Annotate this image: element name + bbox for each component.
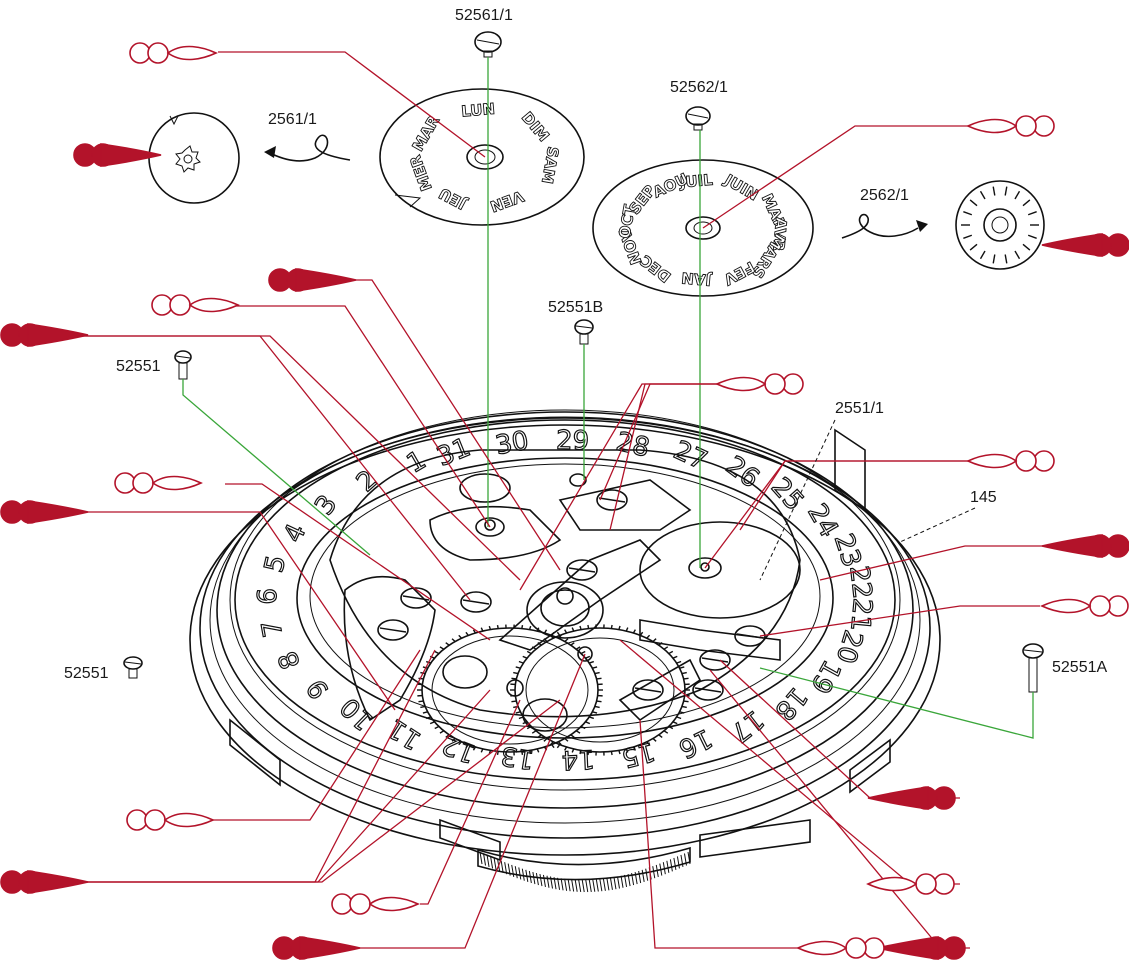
callout-marker-filled xyxy=(867,786,956,810)
callout-marker-outline xyxy=(797,937,885,959)
rotation-arrow-right xyxy=(841,213,928,239)
callout-marker-outline xyxy=(331,893,419,915)
month-label: FEV xyxy=(720,258,757,289)
date-number: 16 xyxy=(674,722,717,763)
screw-left-top xyxy=(174,350,192,380)
date-number: 1 xyxy=(402,445,431,479)
date-number: 22 xyxy=(843,564,877,600)
day-label: LUN xyxy=(461,100,496,121)
date-number: 2 xyxy=(351,465,383,498)
callout-leaders xyxy=(75,51,1060,949)
screw-right xyxy=(1022,643,1044,693)
label-left-screw-bottom: 52551 xyxy=(64,665,109,682)
day-label: JEU xyxy=(436,184,470,214)
date-number: 3 xyxy=(309,490,343,521)
month-disc-detail xyxy=(955,180,1045,270)
callout-marker-filled xyxy=(272,936,361,960)
date-number: 4 xyxy=(278,520,312,548)
label-day-disc-ref: 2561/1 xyxy=(268,111,317,128)
date-number: 21 xyxy=(844,597,877,633)
label-date-ring: 2551/1 xyxy=(835,400,884,417)
rotation-arrow-left xyxy=(264,134,351,162)
callout-marker-filled xyxy=(1041,233,1129,257)
day-label: MAR xyxy=(409,112,444,154)
label-month-disc-ref: 2562/1 xyxy=(860,187,909,204)
mechanism-screws xyxy=(377,489,766,701)
date-number: 12 xyxy=(438,729,480,769)
date-number: 19 xyxy=(804,655,846,698)
month-label: JUIN xyxy=(721,170,762,204)
callout-marker-filled xyxy=(0,500,89,524)
callout-marker-filled xyxy=(877,936,966,960)
date-number: 20 xyxy=(830,626,868,666)
month-label: JUIL xyxy=(678,171,714,192)
callout-marker-outline xyxy=(126,809,214,831)
label-left-screw-top: 52551 xyxy=(116,358,161,375)
date-number: 18 xyxy=(769,681,813,726)
screw-left-bottom xyxy=(123,656,143,679)
callout-marker-outline xyxy=(967,450,1055,472)
date-number: 13 xyxy=(499,740,536,775)
callout-marker-filled xyxy=(73,143,162,167)
date-number: 17 xyxy=(724,704,769,748)
bottom-crown-wheel xyxy=(477,846,691,893)
callout-marker-outline xyxy=(129,42,217,64)
label-day-screw: 52561/1 xyxy=(455,7,513,24)
date-number: 10 xyxy=(335,691,380,736)
date-number: 9 xyxy=(301,673,335,703)
date-number: 28 xyxy=(613,427,652,464)
date-number: 11 xyxy=(383,712,427,755)
date-number: 7 xyxy=(257,618,289,640)
date-number: 6 xyxy=(253,588,283,605)
callout-marker-outline xyxy=(967,115,1055,137)
date-number: 5 xyxy=(259,553,292,576)
day-label: DIM xyxy=(518,108,553,145)
large-intermediate-wheel xyxy=(417,624,603,756)
label-right-screw: 52551A xyxy=(1052,659,1107,676)
label-center-screw: 52551B xyxy=(548,299,603,316)
callout-marker-filled xyxy=(268,268,357,292)
date-number: 15 xyxy=(618,735,657,772)
callout-marker-outline xyxy=(151,294,239,316)
callout-marker-outline xyxy=(1041,595,1129,617)
label-month-screw: 52562/1 xyxy=(670,79,728,96)
callout-marker-filled xyxy=(0,870,89,894)
ring-ref-line xyxy=(899,507,976,543)
callout-marker-filled xyxy=(0,323,89,347)
screw-center xyxy=(574,319,594,345)
date-number: 8 xyxy=(273,647,307,674)
callout-markers xyxy=(0,42,1129,960)
day-label: VEN xyxy=(488,187,527,216)
month-label: AOU xyxy=(650,170,691,202)
callout-marker-filled xyxy=(1041,534,1129,558)
month-label: JAN xyxy=(681,269,713,290)
callout-marker-outline xyxy=(114,472,202,494)
date-number: 30 xyxy=(493,426,531,461)
month-label: AVR xyxy=(769,217,790,253)
day-label: SAM xyxy=(538,145,562,185)
callout-marker-outline xyxy=(716,373,804,395)
screw-day xyxy=(474,31,502,58)
day-disc-detail xyxy=(148,112,240,204)
date-ring-ref-line xyxy=(759,419,836,581)
day-label: MER xyxy=(406,152,436,193)
assembly-lines xyxy=(182,57,1034,739)
screw-month xyxy=(685,106,711,131)
label-ring-ref: 145 xyxy=(970,489,997,506)
